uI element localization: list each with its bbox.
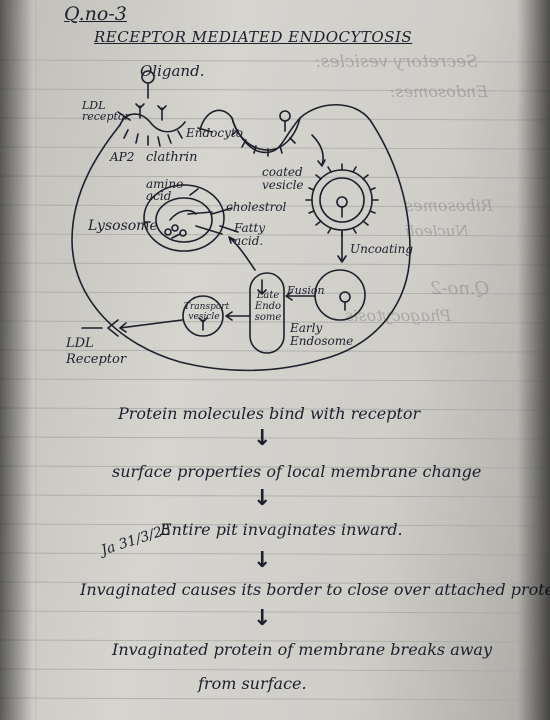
label-endocytosis: Endocyto (186, 126, 243, 140)
label-lysosome: Lysosome (88, 218, 158, 234)
clathrin-coat (123, 129, 183, 147)
label-transport-vesicle: Transport vesicle (184, 302, 230, 322)
label-amino-acid: amino acid (146, 177, 184, 203)
down-arrow-icon: ↓ (253, 426, 272, 451)
label-uncoating: Uncoating (350, 242, 414, 256)
flow-step-5: Invaginated protein of membrane breaks a… (112, 640, 493, 659)
down-arrow-icon: ↓ (253, 486, 272, 511)
label-cholesterol: cholestrol (226, 200, 287, 214)
flow-step-2: surface properties of local membrane cha… (112, 462, 482, 481)
label-coated-vesicle: coated vesicle (262, 165, 304, 192)
label-ldl-receptor-bottom: LDL Receptor (66, 336, 127, 367)
flow-step-4: Invaginated causes its border to close o… (80, 580, 550, 599)
label-ap2: AP2 (110, 150, 135, 164)
down-arrow-icon: ↓ (253, 606, 272, 631)
label-ldl-receptor: LDL receptor (82, 99, 130, 123)
label-fusion: Fusion (287, 284, 325, 297)
down-arrow-icon: ↓ (253, 548, 272, 573)
receptor-icon (135, 103, 167, 121)
label-late-endosome: Late Endo some (254, 290, 282, 323)
ligand-icon (279, 110, 291, 122)
flow-step-6: from surface. (198, 674, 307, 693)
label-ligand: Oligand. (140, 62, 205, 80)
label-fatty-acid: Fatty acid. (234, 221, 266, 248)
label-clathrin: clathrin (146, 150, 198, 165)
label-early-endosome: Early Endosome (290, 321, 354, 348)
flow-step-1: Protein molecules bind with receptor (118, 404, 421, 423)
flow-step-3: Entire pit invaginates inward. (160, 520, 403, 539)
